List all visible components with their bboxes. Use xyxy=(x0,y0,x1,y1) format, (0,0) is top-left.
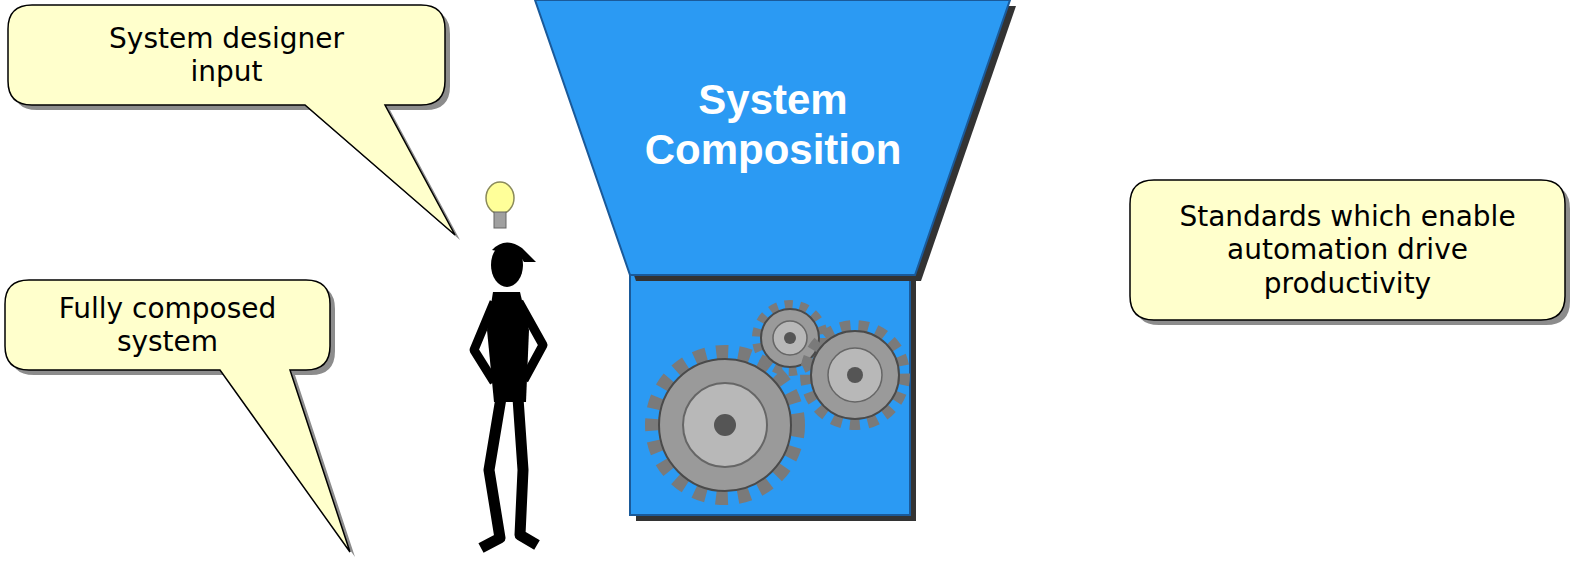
gear-symbol xyxy=(806,326,904,424)
callout-bubble: Fully composed system xyxy=(5,280,330,370)
callout-text: Standards which enable automation drive … xyxy=(1175,200,1520,299)
person-silhouette xyxy=(474,242,543,548)
funnel-shape: System Composition xyxy=(535,0,1010,275)
callout-bubble: Standards which enable automation drive … xyxy=(1130,180,1565,320)
callout-text: System designer input xyxy=(77,22,377,88)
text-holder: Fully composed system xyxy=(5,280,330,370)
text-holder: System designer input xyxy=(8,5,445,105)
callout-bubble: System designer input xyxy=(8,5,445,105)
text-holder: Standards which enable automation drive … xyxy=(1130,180,1565,320)
callout-text: Fully composed system xyxy=(23,292,313,358)
lightbulb-symbol xyxy=(486,182,514,228)
gear-symbol xyxy=(653,353,797,497)
stage-title: System Composition xyxy=(613,75,933,176)
machine-box xyxy=(630,275,910,515)
